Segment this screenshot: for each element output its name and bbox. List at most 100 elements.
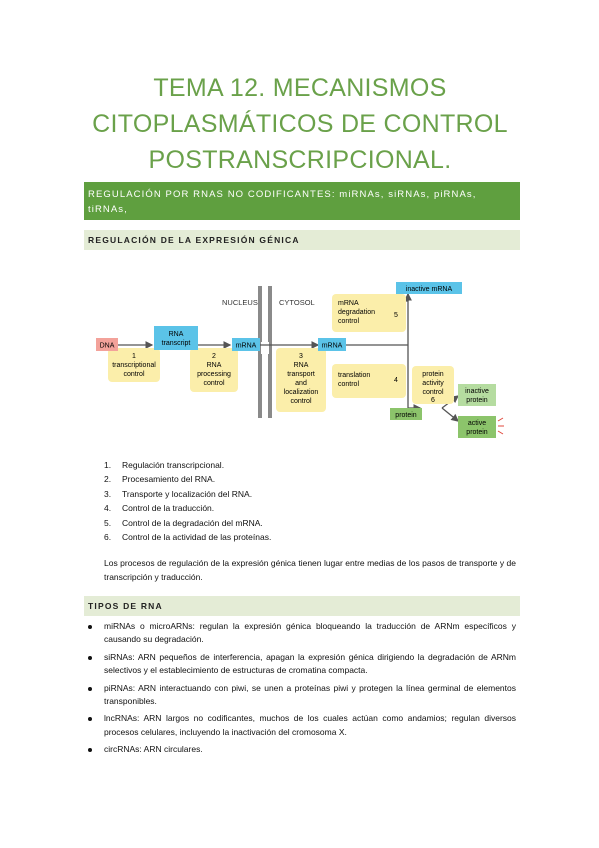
list-text: Regulación transcripcional.	[122, 460, 225, 470]
step-1-number: 1	[132, 353, 136, 360]
active-protein-box: active protein	[458, 416, 504, 438]
activity-spark-icon	[497, 417, 504, 435]
list-text: Control de la degradación del mRNA.	[122, 517, 263, 528]
list-text: lncRNAs: ARN largos no codificantes, muc…	[104, 713, 516, 737]
dna-label: DNA	[100, 343, 115, 350]
list-text: Procesamiento del RNA.	[122, 474, 216, 485]
step-2-line-2: processing	[197, 371, 231, 378]
dna-box: DNA	[96, 338, 118, 351]
bullet-icon	[88, 717, 92, 722]
step-5-line-2: degradation	[338, 309, 375, 316]
regulation-steps-list: 1. Regulación transcripcional. 2. Procesam…	[104, 458, 271, 544]
rna-transcript-line-1: RNA	[169, 331, 184, 338]
gene-expression-diagram: NUCLEUS CYTOSOL 1 transcriptional contro…	[96, 282, 504, 438]
list-text: siRNAs: ARN pequeños de interferencia, a…	[104, 651, 516, 676]
list-item: 2. Procesamiento del RNA.	[104, 472, 271, 486]
list-item: circRNAs: ARN circulares.	[84, 743, 516, 756]
nucleus-label: NUCLEUS	[222, 298, 258, 307]
step-1-line-1: transcriptional	[112, 362, 156, 369]
inactive-mrna-label: inactive mRNA	[406, 286, 453, 293]
step-4-line-2: control	[338, 381, 359, 388]
step-3-line-4: localization	[284, 389, 319, 396]
list-item: piRNAs: ARN interactuando con piwi, se u…	[84, 682, 516, 709]
list-text: circRNAs: ARN circulares.	[104, 744, 203, 755]
list-item: 4. Control de la traducción.	[104, 501, 271, 515]
list-item: 3. Transporte y localización del RNA.	[104, 487, 271, 501]
inactive-mrna-box: inactive mRNA	[396, 282, 462, 294]
step-2-line-3: control	[203, 380, 224, 387]
inactive-protein-line-2: protein	[466, 397, 488, 404]
step-5-box: mRNA degradation control 5	[332, 294, 406, 332]
step-6-line-1: protein	[422, 371, 444, 378]
cytosol-label: CYTOSOL	[279, 298, 315, 307]
mrna-nuclear-label: mRNA	[236, 343, 257, 350]
active-protein-line-1: active	[468, 420, 486, 427]
list-number: 3.	[104, 488, 112, 499]
step-5-line-1: mRNA	[338, 300, 359, 307]
mrna-nuclear-box: mRNA	[232, 338, 260, 351]
list-number: 1.	[104, 460, 112, 470]
list-number: 2.	[104, 474, 112, 485]
active-protein-line-2: protein	[466, 429, 488, 436]
step-4-line-1: translation	[338, 372, 370, 379]
mrna-cytosol-label: mRNA	[322, 343, 343, 350]
regulation-paragraph: Los procesos de regulación de la expresi…	[104, 558, 516, 583]
subheading-rna-types: TIPOS DE RNA	[84, 596, 520, 616]
protein-label: protein	[395, 412, 417, 419]
step-5-number: 5	[394, 312, 398, 319]
list-text: piRNAs: ARN interactuando con piwi, se u…	[104, 682, 516, 707]
step-6-number: 6	[431, 397, 435, 404]
step-2-number: 2	[212, 353, 216, 360]
step-6-box: protein activity control 6	[412, 366, 454, 404]
step-6-line-3: control	[422, 389, 443, 396]
list-text: Control de la traducción.	[122, 503, 215, 514]
subheading-gene-regulation: REGULACIÓN DE LA EXPRESIÓN GÉNICA	[84, 230, 520, 250]
list-number: 4.	[104, 503, 112, 514]
step-4-number: 4	[394, 377, 398, 384]
list-item: lncRNAs: ARN largos no codificantes, muc…	[84, 712, 516, 739]
bullet-icon	[88, 655, 92, 660]
step-3-line-5: control	[290, 398, 311, 405]
list-item: siRNAs: ARN pequeños de interferencia, a…	[84, 651, 516, 678]
rna-transcript-box: RNA transcript	[154, 326, 198, 350]
bullet-icon	[88, 686, 92, 691]
title-line-2: CITOPLASMÁTICOS DE CONTROL	[92, 110, 508, 138]
section-heading-line-2: lncRNAs Y circRNAs.	[88, 219, 200, 230]
list-text: Control de la actividad de las proteínas…	[122, 532, 272, 543]
list-item: miRNAs o microARNs: regulan la expresión…	[84, 620, 516, 647]
protein-box: protein	[390, 408, 422, 420]
section-heading-line-1: REGULACIÓN POR RNAS NO CODIFICANTES: miR…	[88, 189, 477, 215]
list-text: Transporte y localización del RNA.	[122, 488, 253, 499]
rna-transcript-line-2: transcript	[162, 340, 191, 347]
step-2-box: 2 RNA processing control	[190, 348, 238, 392]
step-1-line-2: control	[123, 371, 144, 378]
rna-types-list: miRNAs o microARNs: regulan la expresión…	[84, 620, 516, 761]
nuclear-envelope	[258, 286, 272, 418]
inactive-protein-box: inactive protein	[458, 384, 496, 406]
title-line-3: POSTRANSCRIPCIONAL.	[148, 146, 452, 174]
step-3-box: 3 RNA transport and localization control	[276, 348, 326, 412]
bullet-icon	[88, 748, 92, 753]
list-number: 6.	[104, 532, 112, 543]
section-heading-bar: REGULACIÓN POR RNAS NO CODIFICANTES: miR…	[84, 182, 520, 230]
list-text: miRNAs o microARNs: regulan la expresión…	[104, 621, 516, 645]
step-1-box: 1 transcriptional control	[108, 348, 160, 382]
list-item: 6. Control de la actividad de las proteín…	[104, 530, 271, 544]
bullet-icon	[88, 625, 92, 629]
mrna-cytosol-box: mRNA	[318, 338, 346, 351]
step-3-line-2: transport	[287, 371, 315, 378]
step-4-box: translation control 4	[332, 364, 406, 398]
step-2-line-1: RNA	[207, 362, 222, 369]
step-6-line-2: activity	[422, 380, 444, 387]
arrow-to-active-protein	[441, 407, 460, 422]
step-3-number: 3	[299, 353, 303, 360]
inactive-protein-line-1: inactive	[465, 388, 489, 395]
page-title: TEMA 12. MECANISMOS CITOPLASMÁTICOS DE C…	[60, 70, 540, 178]
list-number: 5.	[104, 517, 112, 528]
step-3-line-3: and	[295, 380, 307, 387]
list-item: 5. Control de la degradación del mRNA.	[104, 516, 271, 530]
step-3-line-1: RNA	[294, 362, 309, 369]
step-5-line-3: control	[338, 318, 359, 325]
title-line-1: TEMA 12. MECANISMOS	[153, 74, 447, 102]
